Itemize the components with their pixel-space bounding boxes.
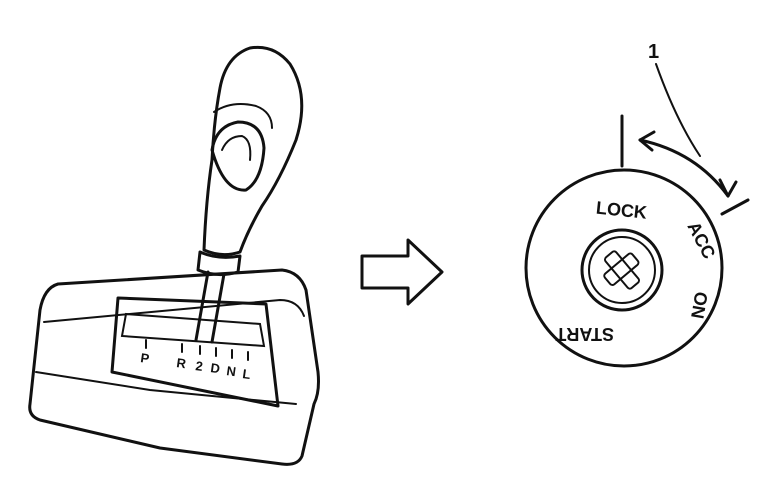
lever-thumb-button-inner (221, 134, 252, 161)
lever-handle (202, 45, 304, 257)
ignition-label-on: ON (687, 290, 711, 320)
gear-label-2: 2 (195, 358, 204, 374)
gear-label-d: D (210, 360, 221, 376)
ignition-switch: LOCK ACC ON START 1 (524, 41, 750, 368)
key-slot-icon (603, 250, 640, 290)
callout-number: 1 (648, 41, 659, 63)
callout-leader-line (655, 63, 701, 157)
shift-lever-illustration: P R 2 D N L (28, 45, 320, 466)
ignition-outer-ring (524, 168, 724, 368)
gear-label-p: P (140, 350, 151, 366)
key-cylinder-outer (580, 228, 664, 312)
gear-label-r: R (176, 355, 188, 371)
gear-label-l: L (242, 366, 252, 382)
rotation-arrowhead-start (638, 130, 656, 152)
lever-shaft (194, 270, 226, 344)
gear-label-n: N (226, 363, 237, 379)
lever-collar (196, 250, 242, 277)
lever-thumb-button (210, 120, 266, 192)
rotation-arrowhead-end (718, 178, 738, 198)
shift-gate-plate (110, 296, 280, 408)
rotation-arc-arrow (638, 138, 730, 198)
angle-ref-line-acc (720, 198, 750, 216)
indicator-ticks (145, 339, 249, 361)
console-top-edge (43, 298, 305, 323)
console-front-edge (35, 371, 297, 405)
ignition-label-acc: ACC (683, 218, 719, 262)
console-base (28, 268, 320, 466)
gear-labels: P R 2 D N L (140, 350, 252, 382)
ignition-label-lock: LOCK (595, 198, 648, 223)
right-arrow-icon (360, 238, 444, 306)
lever-handle-highlight (213, 103, 273, 129)
shift-gate-slot (120, 312, 266, 348)
key-cylinder-inner (588, 236, 656, 304)
ignition-label-start: START (555, 324, 614, 344)
